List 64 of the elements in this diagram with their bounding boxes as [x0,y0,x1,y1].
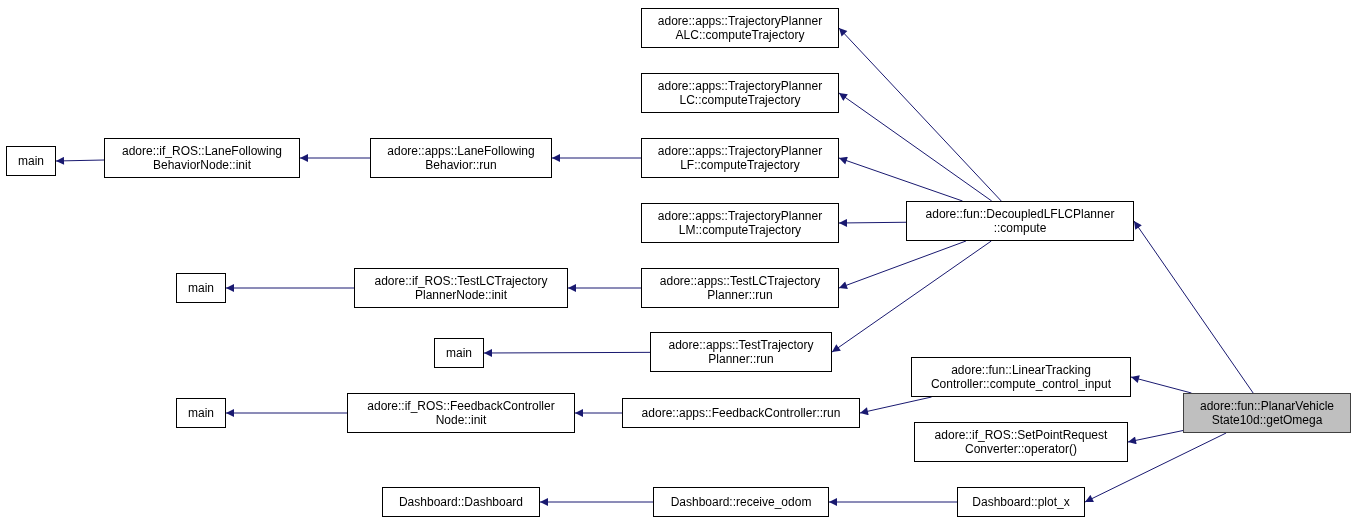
function-box [176,273,226,303]
function-name: adore::apps::FeedbackController::run [641,406,841,420]
function-box [6,146,56,176]
function-box [653,487,829,517]
function-box [1183,393,1351,433]
arrow [55,156,105,165]
arrow [567,284,642,292]
function-name: adore::apps::TestLCTrajectory Planner::run [658,274,822,302]
arrow [828,498,958,506]
function-box [641,8,839,48]
function-box [354,268,568,308]
function-name: Dashboard::receive_odom [670,495,812,509]
function-box [911,357,1131,397]
arrow [483,348,651,357]
function-box [906,201,1134,241]
function-box [650,332,832,372]
function-name: adore::apps::TrajectoryPlanner LC::computeTrajectory [656,79,824,107]
arrow [838,240,967,289]
arrow [838,156,964,202]
function-name: adore::apps::TrajectoryPlanner LM::computeTrajectory [656,209,824,237]
function-name: adore::apps::TrajectoryPlanner LF::computeTrajectory [656,144,824,172]
function-name: adore::if_ROS::LaneFollowing BehaviorNode::init [120,144,284,172]
function-name: main [188,281,214,295]
arrow [838,27,1002,202]
arrow [574,409,623,417]
function-name: adore::if_ROS::FeedbackController Node::init [366,399,556,427]
arrow [225,284,355,292]
arrow [1130,375,1192,394]
function-box [622,398,860,428]
function-name: Dashboard::plot_x [972,495,1070,509]
function-name: adore::if_ROS::TestLCTrajectory PlannerNode::init [373,274,549,302]
function-box [914,422,1128,462]
function-name: main [446,346,472,360]
function-box [957,487,1085,517]
function-name: adore::fun::LinearTracking Controller::compute_control_input [929,363,1113,391]
arrow [539,498,654,506]
function-box [347,393,575,433]
arrow [225,409,348,417]
arrow [1127,430,1184,445]
function-box [641,268,839,308]
function-box [434,338,484,368]
function-name: adore::if_ROS::SetPointRequest Converter::operator() [933,428,1109,456]
function-name: Dashboard::Dashboard [398,495,524,509]
function-box [641,73,839,113]
arrow [838,218,907,227]
arrow [299,154,371,162]
function-box [104,138,300,178]
function-box [370,138,552,178]
function-name: adore::apps::TestTrajectory Planner::run [667,338,815,366]
function-box [382,487,540,517]
arrow [1133,220,1254,394]
function-name: adore::apps::TrajectoryPlanner ALC::computeTrajectory [656,14,824,42]
function-box [641,138,839,178]
function-name: adore::apps::LaneFollowing Behavior::run [386,144,536,172]
function-box [641,203,839,243]
arrow [831,240,992,353]
function-name: main [18,154,44,168]
arrow [1084,432,1227,503]
function-box [176,398,226,428]
arrow [838,92,993,202]
arrow [551,154,642,162]
function-name: adore::fun::DecoupledLFLCPlanner ::compute [924,207,1116,235]
function-name: adore::fun::PlanarVehicle State10d::getOmega [1198,399,1336,427]
function-name: main [188,406,214,420]
